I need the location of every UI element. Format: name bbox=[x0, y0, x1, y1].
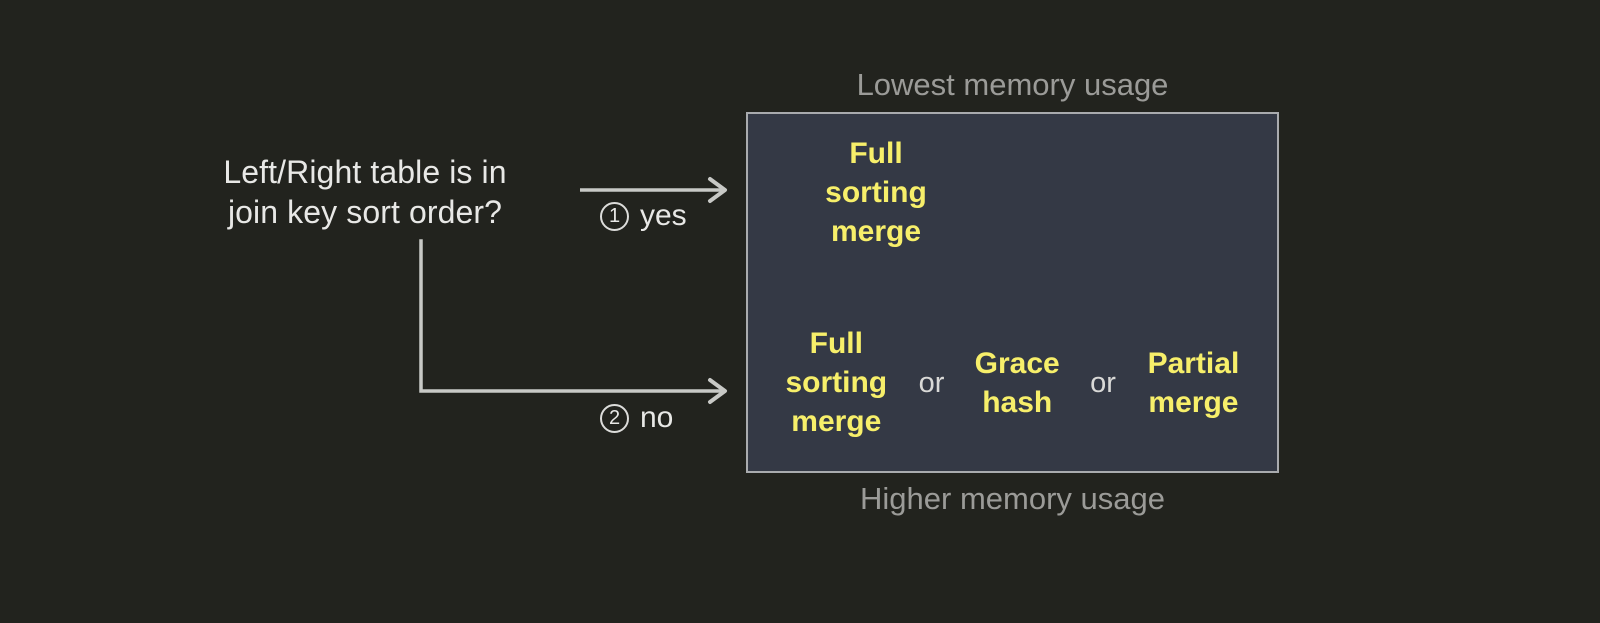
caption-higher-memory: Higher memory usage bbox=[860, 481, 1165, 516]
decision-question: Left/Right table is in join key sort ord… bbox=[223, 154, 507, 230]
option-grace-hash: Grace hash bbox=[974, 346, 1060, 419]
option-full-sorting-merge-sorted: Full sorting merge bbox=[825, 137, 927, 248]
arrowhead-no-icon bbox=[708, 378, 727, 404]
branch-label-no: 2 no bbox=[600, 400, 673, 436]
conjunction-or-2: or bbox=[1090, 366, 1116, 399]
branch-text-no: no bbox=[640, 401, 674, 434]
option-full-sorting-merge-unsorted: Full sorting merge bbox=[785, 327, 888, 438]
option-partial-merge: Partial merge bbox=[1147, 346, 1240, 419]
branch-marker-2: 2 bbox=[600, 403, 629, 433]
branch-text-yes: yes bbox=[640, 199, 687, 232]
branch-label-yes: 1 yes bbox=[600, 198, 687, 234]
result-panel: Full sorting merge Full sorting merge or… bbox=[746, 112, 1279, 473]
caption-lowest-memory: Lowest memory usage bbox=[856, 67, 1169, 102]
arrowhead-yes-icon bbox=[708, 177, 727, 203]
result-row-unsorted: Full sorting merge or Grace hash or Part… bbox=[756, 324, 1273, 441]
branch-marker-1: 1 bbox=[600, 201, 629, 231]
conjunction-or-1: or bbox=[918, 366, 945, 399]
result-row-sorted: Full sorting merge bbox=[756, 134, 996, 251]
connector-no-line bbox=[419, 239, 725, 393]
